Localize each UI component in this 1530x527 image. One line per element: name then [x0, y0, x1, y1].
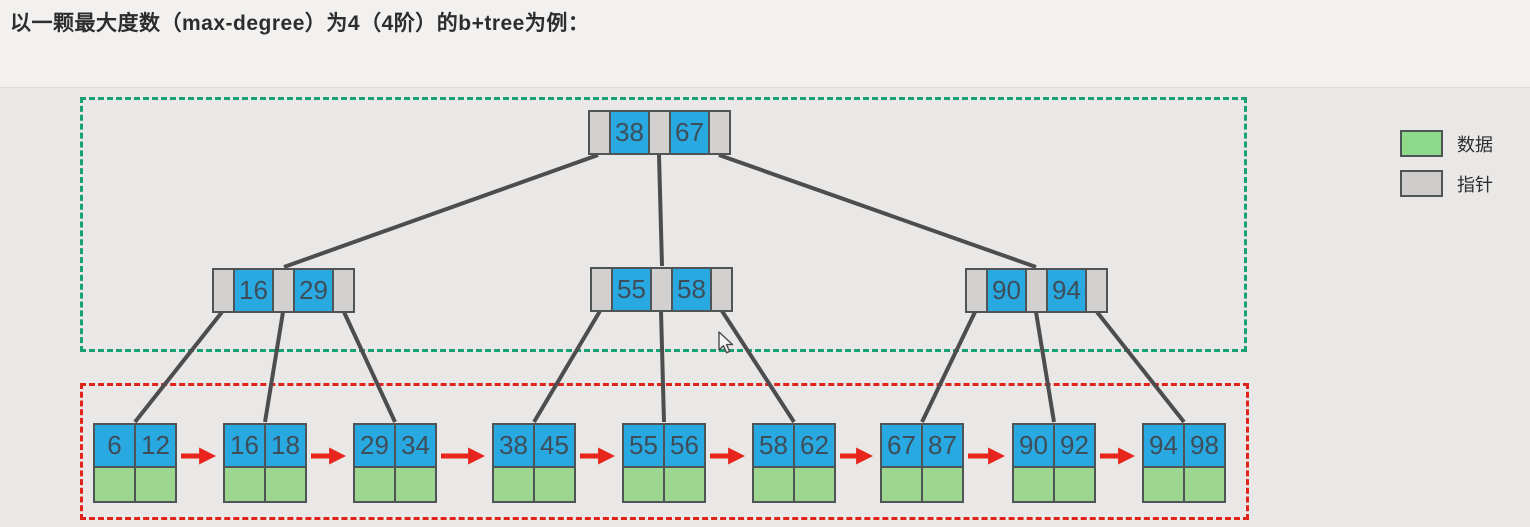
data-cell: [264, 466, 307, 503]
data-cell: [134, 466, 177, 503]
key-cell: 45: [533, 423, 576, 468]
legend: 数据 指针: [1400, 130, 1493, 210]
key-cell: 29: [353, 423, 396, 468]
legend-data-label: 数据: [1457, 134, 1493, 155]
key-cell: 92: [1053, 423, 1096, 468]
key-cell: 55: [622, 423, 665, 468]
edge-internal1-leaf3: [532, 309, 602, 424]
key-cell: 94: [1046, 268, 1087, 313]
edge-internal2-leaf6: [920, 311, 977, 423]
key-cell: 16: [223, 423, 266, 468]
internal-node: 55 58: [590, 267, 733, 312]
key-cell: 67: [880, 423, 923, 468]
edge-internal0-leaf2: [342, 311, 397, 423]
pointer-cell: [648, 110, 671, 155]
pointer-cell: [212, 268, 235, 313]
key-cell: 58: [752, 423, 795, 468]
edge-root-internal-1: [657, 154, 664, 267]
data-cell: [394, 466, 437, 503]
pointer-cell: [588, 110, 611, 155]
edge-internal2-leaf7: [1034, 311, 1056, 423]
edge-internal0-leaf1: [263, 311, 285, 423]
title-bar: 以一颗最大度数（max-degree）为4（4阶）的b+tree为例：: [0, 0, 1530, 88]
data-cell: [1183, 466, 1226, 503]
data-cell: [921, 466, 964, 503]
key-cell: 38: [609, 110, 650, 155]
legend-pointer-swatch: [1400, 170, 1443, 197]
key-cell: 90: [1012, 423, 1055, 468]
legend-entry-pointer: 指针: [1400, 170, 1493, 197]
key-cell: 62: [793, 423, 836, 468]
key-cell: 6: [93, 423, 136, 468]
data-cell: [353, 466, 396, 503]
legend-entry-data: 数据: [1400, 130, 1493, 157]
key-cell: 16: [233, 268, 274, 313]
data-cell: [533, 466, 576, 503]
data-cell: [492, 466, 535, 503]
data-cell: [663, 466, 706, 503]
key-cell: 12: [134, 423, 177, 468]
key-cell: 58: [671, 267, 712, 312]
edge-internal0-leaf0: [133, 310, 224, 424]
pointer-cell: [650, 267, 673, 312]
edge-root-internal-2: [718, 153, 1037, 269]
mouse-cursor-icon: [718, 331, 734, 354]
data-cell: [1053, 466, 1096, 503]
pointer-cell: [332, 268, 355, 313]
key-cell: 67: [669, 110, 710, 155]
data-cell: [752, 466, 795, 503]
key-cell: 98: [1183, 423, 1226, 468]
data-cell: [223, 466, 266, 503]
page-title: 以一颗最大度数（max-degree）为4（4阶）的b+tree为例：: [10, 12, 590, 35]
key-cell: 34: [394, 423, 437, 468]
pointer-cell: [708, 110, 731, 155]
edge-internal1-leaf5: [720, 309, 796, 424]
data-cell: [622, 466, 665, 503]
edge-root-internal-0: [283, 153, 599, 269]
key-cell: 87: [921, 423, 964, 468]
parent-child-edges: [133, 153, 1186, 424]
legend-pointer-label: 指针: [1457, 174, 1493, 195]
pointer-cell: [272, 268, 295, 313]
key-cell: 90: [986, 268, 1027, 313]
internal-node: 90 94: [965, 268, 1108, 313]
root-node: 38 67: [588, 110, 731, 155]
key-cell: 56: [663, 423, 706, 468]
pointer-cell: [590, 267, 613, 312]
edge-internal2-leaf8: [1095, 310, 1186, 424]
pointer-cell: [1025, 268, 1048, 313]
key-cell: 29: [293, 268, 334, 313]
legend-data-swatch: [1400, 130, 1443, 157]
pointer-cell: [965, 268, 988, 313]
pointer-cell: [710, 267, 733, 312]
key-cell: 38: [492, 423, 535, 468]
data-cell: [793, 466, 836, 503]
key-cell: 55: [611, 267, 652, 312]
key-cell: 94: [1142, 423, 1185, 468]
data-cell: [1142, 466, 1185, 503]
data-cell: [880, 466, 923, 503]
data-cell: [1012, 466, 1055, 503]
edge-internal1-leaf4: [659, 310, 666, 423]
internal-node: 16 29: [212, 268, 355, 313]
data-cell: [93, 466, 136, 503]
key-cell: 18: [264, 423, 307, 468]
pointer-cell: [1085, 268, 1108, 313]
